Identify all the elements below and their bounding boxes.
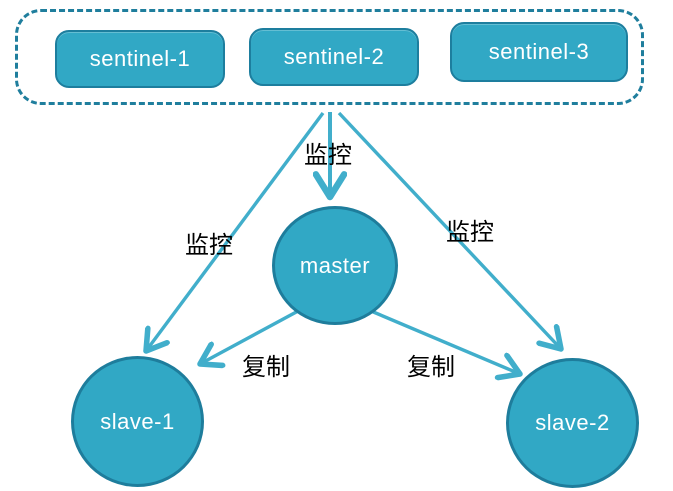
node-sentinel-3-label: sentinel-3	[488, 39, 590, 64]
node-slave-2-label: slave-2	[535, 410, 610, 435]
sentinel-group-frame	[15, 9, 644, 105]
edge-label-monitor-slave2: 监控	[446, 218, 494, 246]
node-sentinel-1-label: sentinel-1	[89, 46, 191, 71]
node-slave-1-label: slave-1	[100, 408, 175, 434]
node-sentinel-3: sentinel-3	[450, 22, 628, 82]
node-sentinel-1: sentinel-1	[55, 30, 225, 88]
edge-label-replicate-slave2: 复制	[407, 353, 455, 381]
edge-label-monitor-slave1: 监控	[185, 231, 233, 259]
node-master-label: master	[299, 252, 371, 278]
node-sentinel-2-label: sentinel-2	[283, 44, 385, 69]
edge-label-replicate-slave1: 复制	[242, 353, 290, 381]
node-slave-1: slave-1	[71, 356, 204, 487]
edge-label-monitor-master: 监控	[304, 141, 352, 169]
node-slave-2: slave-2	[506, 358, 639, 488]
node-master: master	[272, 206, 398, 325]
node-sentinel-2: sentinel-2	[249, 28, 419, 86]
